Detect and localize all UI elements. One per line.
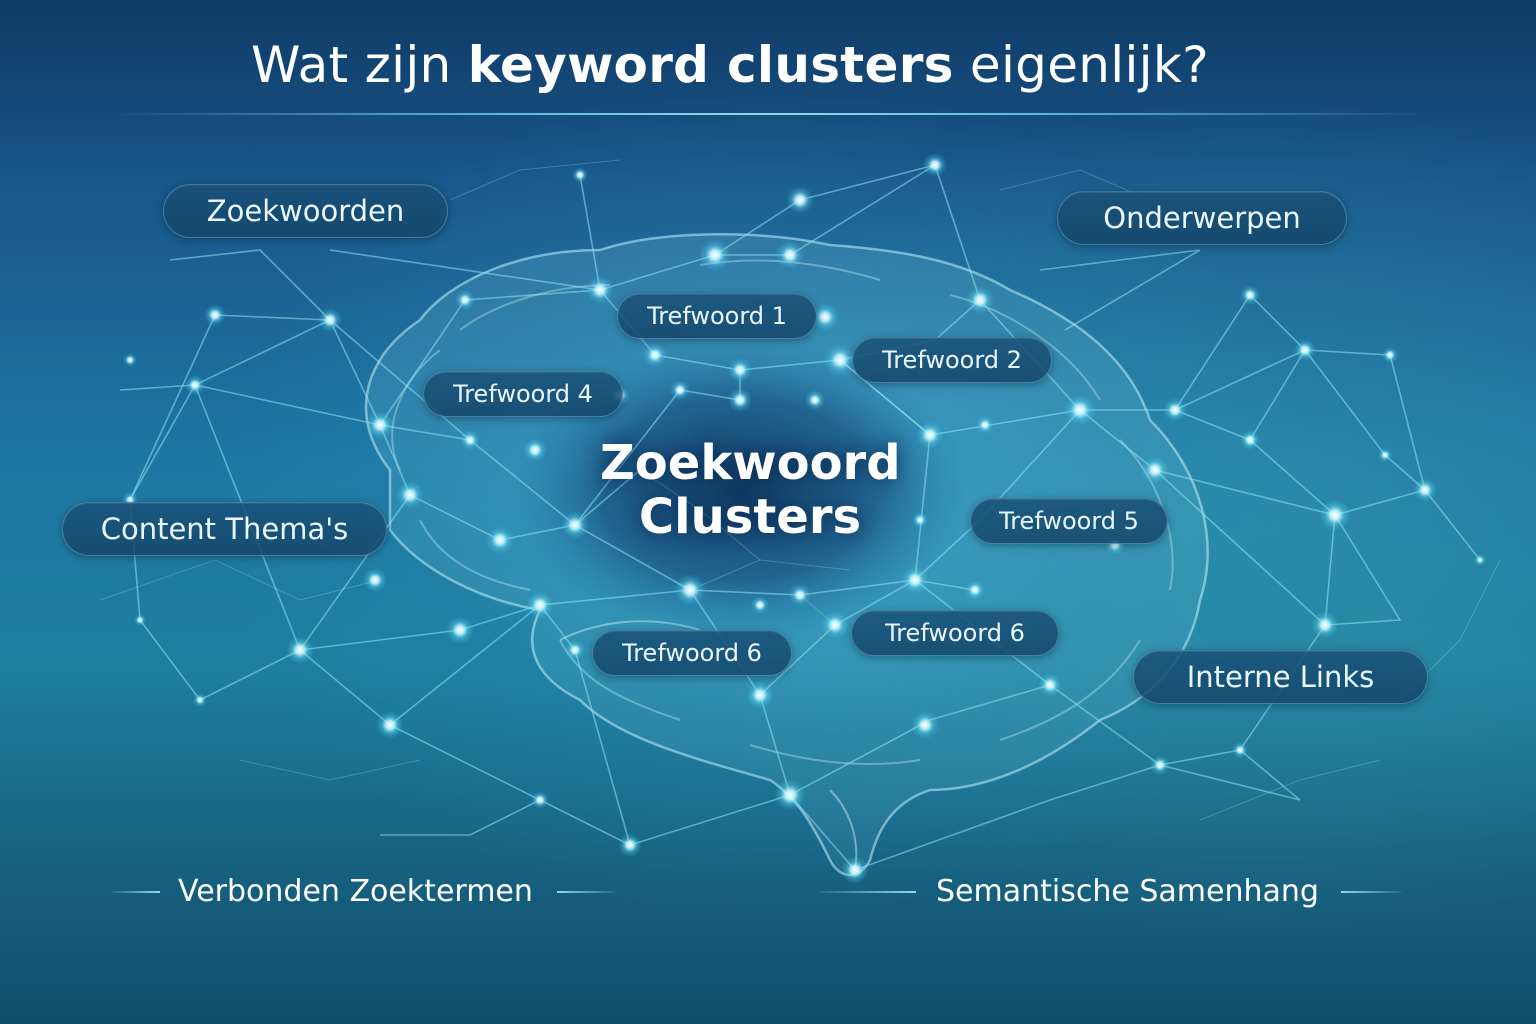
center-line-2: Clusters [638, 489, 862, 545]
keyword-6-left: Trefwoord 6 [592, 630, 792, 676]
footer-right-caption: Semantische Samenhang [820, 874, 1401, 909]
keyword-5: Trefwoord 5 [970, 498, 1168, 544]
footer-right-dash [820, 890, 916, 893]
footer-left-text: Verbonden Zoektermen [178, 874, 533, 909]
footer-left-dash-right [556, 890, 615, 893]
label-content-themas: Content Thema's [62, 502, 387, 556]
keyword-text: Trefwoord 6 [622, 639, 762, 667]
footer-right-dash-right [1340, 890, 1401, 893]
keyword-text: Trefwoord 6 [885, 619, 1025, 647]
keyword-4: Trefwoord 4 [423, 371, 623, 417]
center-line-1: Zoekwoord [600, 435, 901, 491]
label-text: Zoekwoorden [206, 194, 405, 228]
label-zoekwoorden: Zoekwoorden [163, 184, 448, 238]
network-nodes [122, 153, 1486, 884]
label-onderwerpen: Onderwerpen [1057, 191, 1347, 245]
keyword-2: Trefwoord 2 [852, 337, 1052, 383]
title-bold: keyword clusters [467, 36, 954, 94]
keyword-text: Trefwoord 1 [647, 302, 787, 330]
title-suffix: eigenlijk? [953, 36, 1209, 94]
page-title: Wat zijn keyword clusters eigenlijk? [0, 36, 1460, 94]
keyword-text: Trefwoord 5 [999, 507, 1139, 535]
footer-left-caption: Verbonden Zoektermen [112, 874, 615, 909]
title-divider [110, 113, 1430, 115]
keyword-1: Trefwoord 1 [617, 293, 817, 339]
label-text: Onderwerpen [1103, 201, 1301, 235]
title-prefix: Wat zijn [251, 36, 468, 94]
label-interne-links: Interne Links [1133, 650, 1428, 704]
label-text: Interne Links [1186, 660, 1375, 694]
center-label: Zoekwoord Clusters [600, 435, 901, 545]
keyword-6-right: Trefwoord 6 [851, 610, 1059, 656]
label-text: Content Thema's [100, 512, 349, 546]
footer-left-dash [112, 890, 160, 893]
footer-right-text: Semantische Samenhang [936, 874, 1319, 909]
keyword-text: Trefwoord 4 [453, 380, 593, 408]
keyword-text: Trefwoord 2 [882, 346, 1022, 374]
